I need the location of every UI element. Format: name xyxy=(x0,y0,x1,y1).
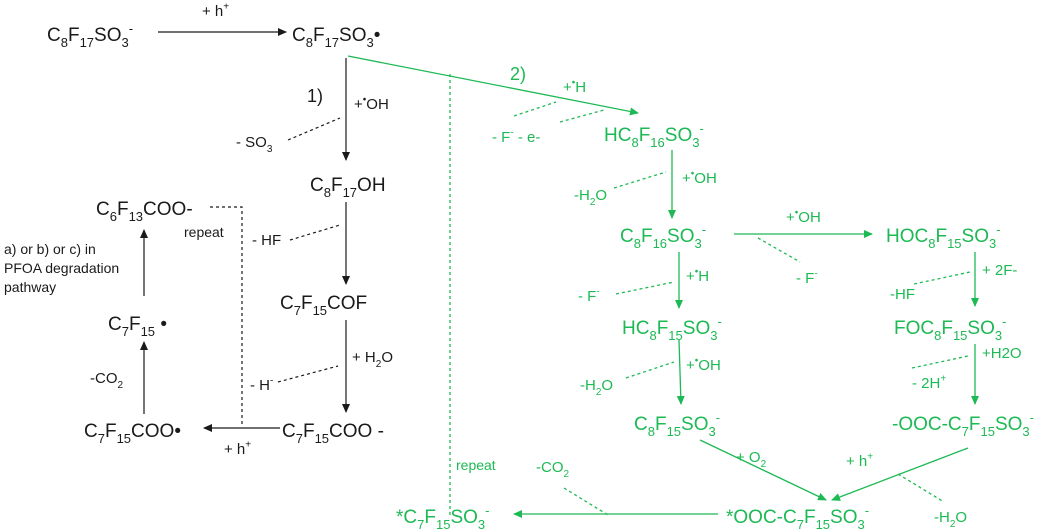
compound-star-c7f15so3: *C7F15SO3- xyxy=(396,503,489,532)
compound-hc8f15so3: HC8F15SO3- xyxy=(622,314,722,343)
arrow-radical-to-hc8f16so3 xyxy=(347,55,639,116)
dash-minus-e xyxy=(559,109,605,123)
compound-hc8f16so3: HC8F16SO3- xyxy=(604,121,704,150)
green-pathway-lines xyxy=(347,55,979,518)
label-plus-oh-1: +•OH xyxy=(682,169,717,187)
compound-c7f15-radical: C7F15 • xyxy=(108,314,167,339)
dash-minus-so3 xyxy=(287,117,341,141)
dash-minus-2h xyxy=(911,355,969,369)
dash-repeat-loop xyxy=(210,206,243,426)
compound-c7f15cof: C7F15COF xyxy=(280,293,367,318)
dash-minus-f xyxy=(513,101,557,117)
dash-minus-f-2 xyxy=(757,237,801,263)
note-line-2: PFOA degradation xyxy=(4,260,119,276)
compound-c8f16so3: C8F16SO3- xyxy=(620,222,706,251)
label-minus-so3: - SO3 xyxy=(236,134,273,155)
label-plus-h2o: + H2O xyxy=(352,349,393,370)
compound-c6f13coo: C6F13COO- xyxy=(96,199,193,224)
label-plus-2f: + 2F- xyxy=(982,262,1017,279)
label-minus-h2o-2: -H2O xyxy=(580,377,613,398)
label-minus-2h: - 2H+ xyxy=(912,374,946,392)
label-minus-f-2: - F- xyxy=(796,269,818,287)
label-minus-h2o-1: -H2O xyxy=(574,187,607,208)
compound-ooc-c7f15so3: -OOC-C7F15SO3- xyxy=(892,410,1034,439)
compound-c8f17so3-radical: C8F17SO3• xyxy=(292,25,380,50)
note-line-1: a) or b) or c) in xyxy=(4,241,96,257)
compound-foc8f15so3: FOC8F15SO3- xyxy=(894,314,1006,343)
label-minus-f-minus-e: - F- - e- xyxy=(492,128,540,146)
arrow-c8f15so3-to-star-ooc xyxy=(699,439,827,501)
label-plus-o2: + O2 xyxy=(736,449,767,470)
label-pathway-1: 1) xyxy=(307,86,323,106)
label-plus-oh-3: +•OH xyxy=(686,356,721,374)
label-plus-h-radical: +•H xyxy=(563,78,586,96)
label-plus-oh: +•OH xyxy=(354,95,389,113)
dash-minus-f-3 xyxy=(615,281,675,295)
compound-c8f15so3: C8F15SO3- xyxy=(634,410,720,439)
label-plus-h-radical-2: +•H xyxy=(686,267,709,285)
label-repeat-black: repeat xyxy=(184,224,224,240)
label-minus-co2-green: -CO2 xyxy=(536,459,570,480)
label-repeat-green: repeat xyxy=(456,457,496,473)
compound-star-ooc-c7f15so3: *OOC-C7F15SO3- xyxy=(726,503,869,532)
label-plus-oh-2: +•OH xyxy=(786,208,821,226)
label-minus-co2: -CO2 xyxy=(90,370,124,391)
label-plus-h-plus: + h+ xyxy=(846,452,873,470)
green-pathway-text: 2) +•H - F- - e- HC8F16SO3- -H2O +•OH C8… xyxy=(396,64,1034,532)
dash-minus-hf xyxy=(289,224,341,241)
arrow-hc8f15so3-to-c8f15so3 xyxy=(676,339,685,405)
label-minus-hf-green: -HF xyxy=(890,286,915,303)
compound-c8f17so3-anion: C8F17SO3- xyxy=(47,21,133,50)
label-plus-h: + h+ xyxy=(202,2,229,20)
label-minus-f-3: - F- xyxy=(578,287,600,305)
label-minus-h2o-3: -H2O xyxy=(934,509,967,530)
label-plus-h2o-green: +H2O xyxy=(982,345,1022,362)
compound-c7f15coo-radical: C7F15COO• xyxy=(84,421,181,446)
arrow-ooc-to-star-ooc xyxy=(831,447,969,501)
note-line-3: pathway xyxy=(4,279,56,295)
compound-c8f17oh: C8F17OH xyxy=(310,175,386,200)
dash-minus-h2o-1 xyxy=(613,171,667,189)
label-pathway-2: 2) xyxy=(510,64,526,84)
label-minus-h-anion: - H- xyxy=(250,376,273,394)
compound-hoc8f15so3: HOC8F15SO3- xyxy=(886,222,1001,251)
dash-minus-hf-2 xyxy=(913,271,971,285)
dash-minus-h2o-3 xyxy=(897,473,945,503)
compound-c7f15coo-anion: C7F15COO - xyxy=(282,421,384,446)
dash-minus-h2o-2 xyxy=(625,361,675,379)
label-plus-h-2: + h+ xyxy=(224,440,251,458)
label-minus-hf: - HF xyxy=(252,232,281,249)
black-pathway-lines xyxy=(140,28,350,432)
dash-minus-h xyxy=(277,365,339,383)
black-pathway-text: C8F17SO3- C8F17SO3• + h+ 1) +•OH - SO3 C… xyxy=(4,2,393,458)
dash-minus-co2 xyxy=(563,487,609,516)
